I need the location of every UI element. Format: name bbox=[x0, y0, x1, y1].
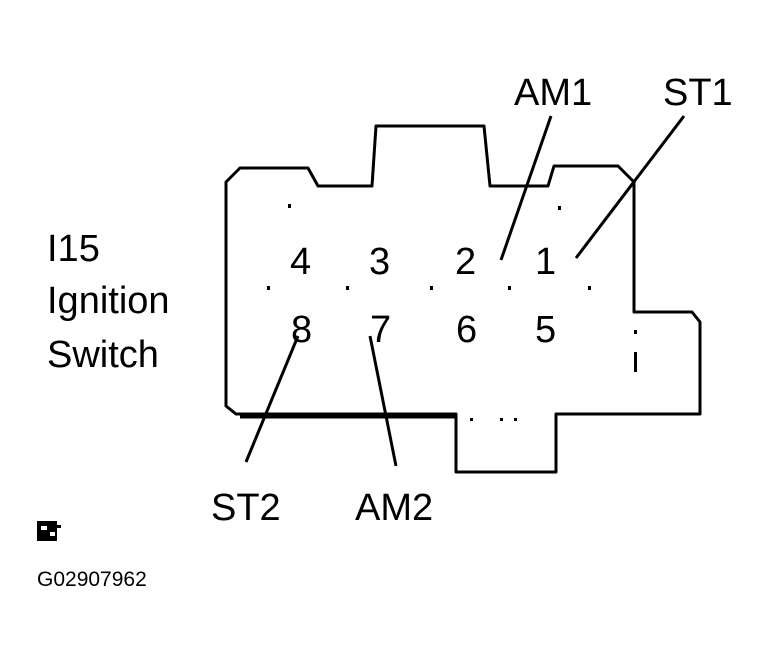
pin-1: 1 bbox=[535, 241, 557, 283]
callout-am2: AM2 bbox=[355, 487, 434, 529]
leader-am2 bbox=[368, 335, 398, 467]
pin-7: 7 bbox=[370, 309, 392, 351]
female-connector-icon bbox=[37, 521, 61, 541]
pin-5: 5 bbox=[535, 309, 557, 351]
callout-st2: ST2 bbox=[211, 487, 281, 529]
connector-dots bbox=[267, 204, 637, 421]
leader-am1 bbox=[499, 115, 553, 261]
leader-st2 bbox=[244, 335, 300, 463]
leader-st1 bbox=[574, 115, 686, 259]
figure-code: G02907962 bbox=[37, 568, 147, 591]
callout-st1: ST1 bbox=[663, 72, 733, 114]
connector-name-line1: Ignition bbox=[47, 280, 170, 322]
callout-am1: AM1 bbox=[514, 72, 593, 114]
pin-3: 3 bbox=[369, 241, 391, 283]
connector-outline bbox=[224, 124, 702, 474]
pin-8: 8 bbox=[291, 309, 313, 351]
connector-name-line2: Switch bbox=[47, 334, 159, 376]
pin-6: 6 bbox=[456, 309, 478, 351]
pin-4: 4 bbox=[290, 241, 312, 283]
pin-2: 2 bbox=[455, 241, 477, 283]
connector-id: I15 bbox=[47, 228, 100, 270]
